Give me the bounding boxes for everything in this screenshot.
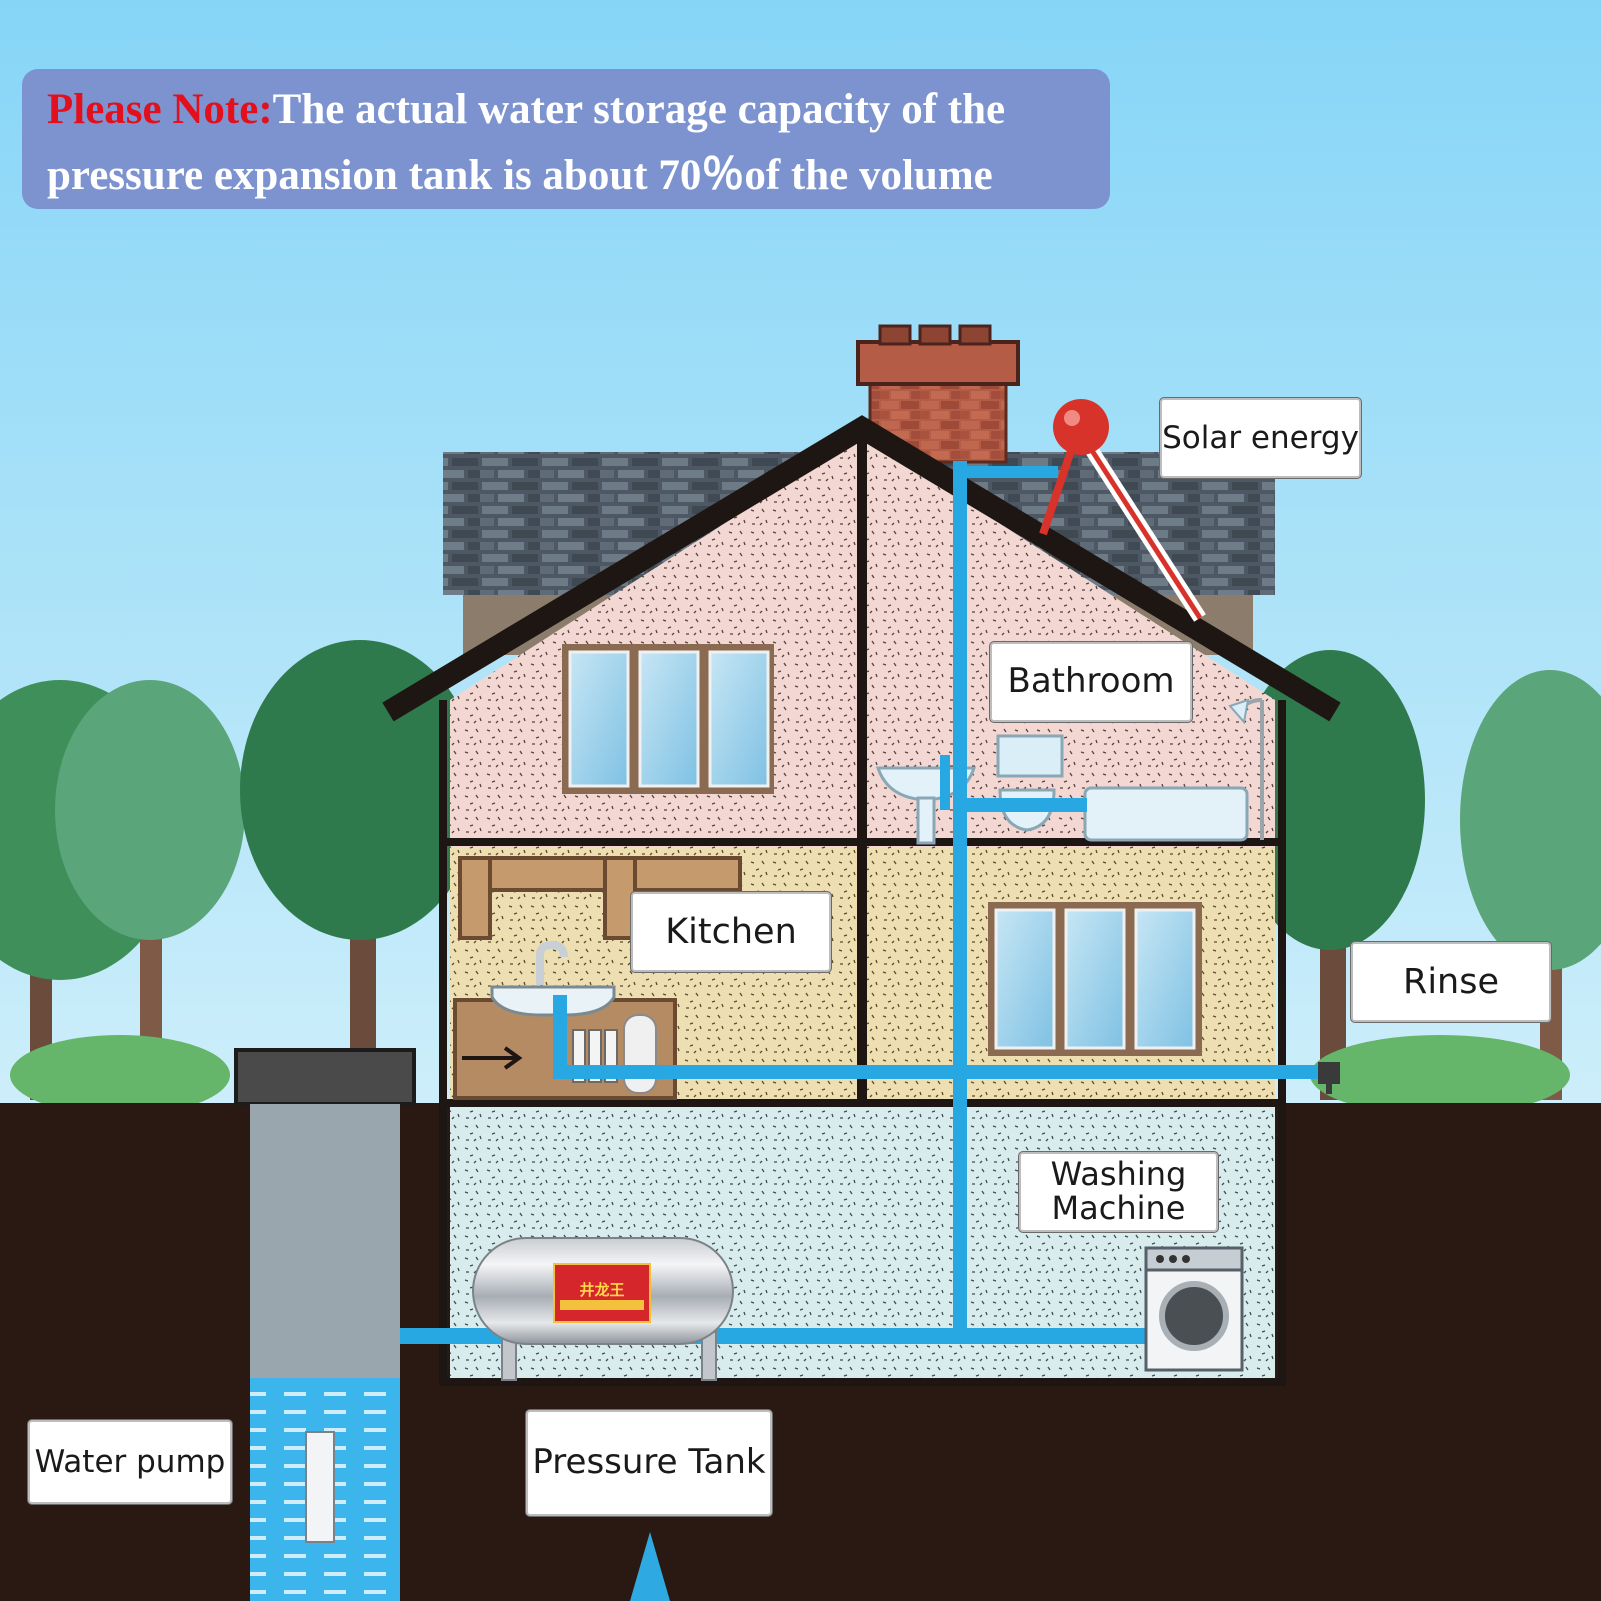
label-washing-machine-line-2: Machine	[1051, 1189, 1186, 1227]
note-prefix: Please Note:	[47, 86, 273, 133]
note-banner: Please Note:The actual water storage cap…	[22, 69, 1110, 209]
note-line-2: pressure expansion tank is about 70％of t…	[47, 152, 993, 199]
label-washing-machine-line-1: Washing	[1050, 1155, 1187, 1194]
solar-heater	[1039, 399, 1206, 622]
note-line-1-text: The actual water storage capacity of the	[272, 86, 1006, 133]
washing-machine-icon	[1144, 1246, 1244, 1372]
label-rinse: Rinse	[1351, 942, 1551, 1022]
label-bathroom: Bathroom	[990, 642, 1192, 722]
note-line-1: Please Note:The actual water storage cap…	[47, 77, 1110, 143]
water-pump-icon	[305, 1431, 335, 1543]
pressure-tank-icon: 井龙王	[472, 1237, 734, 1381]
pointer-arrow	[630, 1532, 670, 1601]
upper-window	[562, 644, 774, 794]
well	[234, 1048, 416, 1601]
rinse-tap-icon	[1318, 1062, 1340, 1094]
middle-window	[988, 902, 1202, 1056]
roof-edge	[382, 415, 1341, 722]
tank-sticker-brand: 井龙王	[579, 1281, 624, 1299]
water-pipes	[302, 461, 1325, 1448]
label-water-pump: Water pump	[28, 1420, 232, 1504]
label-kitchen: Kitchen	[631, 892, 831, 972]
label-washing-machine: Washing Machine	[1019, 1152, 1218, 1232]
label-pressure-tank: Pressure Tank	[526, 1410, 772, 1516]
label-solar-energy: Solar energy	[1160, 398, 1361, 478]
